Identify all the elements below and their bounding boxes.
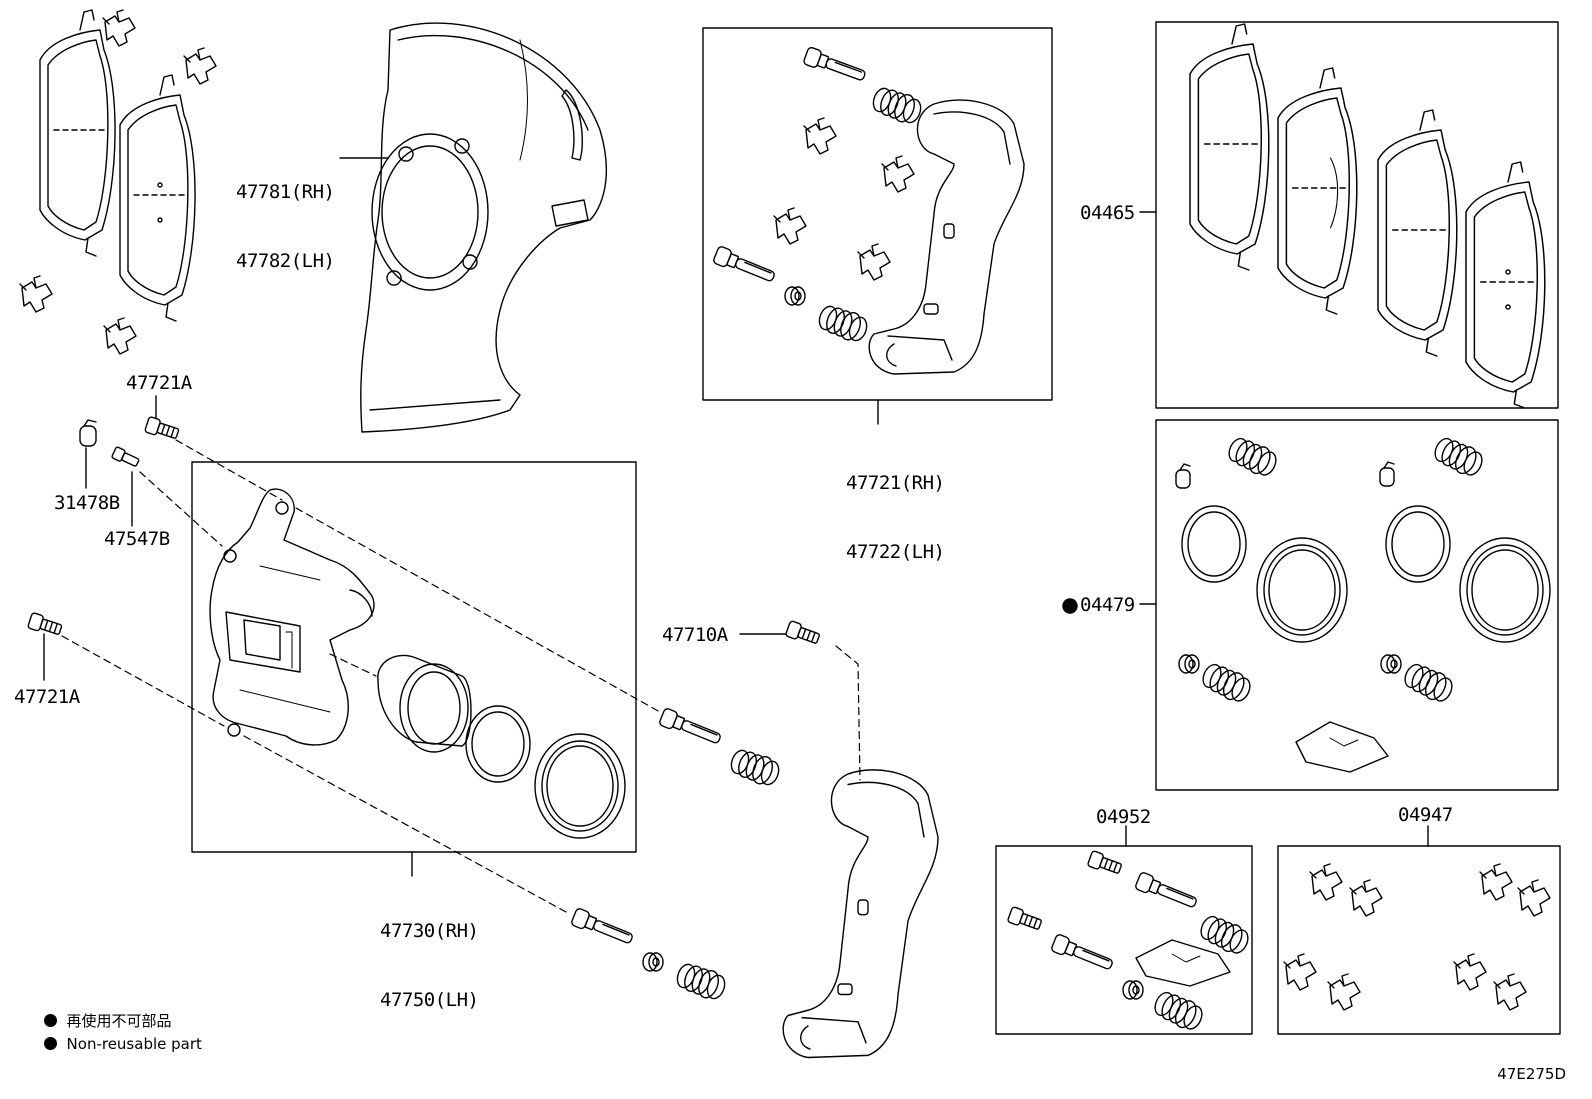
pad-kit-box [1155,21,1559,409]
pad-clip [183,47,217,85]
pin-bush [642,952,664,972]
bracket-rh-label: 47721(RH) [846,472,945,494]
shield-part-number: 47781(RH) 47782(LH) [236,135,335,296]
pad-clip [1309,863,1343,901]
piston-seal [1181,505,1247,583]
bleeder-cap [79,419,97,447]
pad-clip [1349,879,1383,917]
pad-clip [1517,879,1551,917]
cylinder-rh-label: 47730(RH) [380,920,479,942]
legend-japanese: 再使用不可部品 [34,992,172,1031]
bolt-top-label: 47721A [126,372,192,394]
bolt [143,415,181,443]
bleeder-plug-label: 47547B [104,528,170,550]
piston [377,654,472,753]
legend-dot-icon [43,1014,57,1027]
pin-boot [868,83,926,128]
guide-pin [802,45,869,86]
bolt-left-label: 47721A [14,686,80,708]
seal-kit-label: 04479 [1080,594,1135,616]
shield-lh-label: 47782(LH) [236,250,335,272]
brake-pad [1277,67,1358,315]
legend-english-text: Non-reusable part [66,1035,202,1053]
cylinder-part-number: 47730(RH) 47750(LH) [380,874,479,1035]
shield-rh-label: 47781(RH) [236,181,335,203]
bolt [1086,849,1124,878]
piston-seal [465,705,531,783]
pin-boot [1400,659,1457,707]
piston-seal [1385,505,1451,583]
guide-pin-kit-box [995,845,1253,1035]
bleeder-plug [111,446,140,467]
clip-kit-label: 04947 [1398,804,1453,826]
seal-kit-box [1155,419,1559,791]
pad-clip [1493,973,1527,1011]
legend-dot-icon [43,1037,57,1050]
brake-pad [1189,23,1270,271]
clip-kit-box [1277,845,1561,1035]
pin-boot [1150,987,1207,1035]
bleeder-cap [1379,461,1395,487]
guide-pin [657,706,724,749]
pad-clip [857,243,891,281]
pad-clip [1327,973,1361,1011]
guide-pin [711,244,778,287]
bracket-kit-box [702,27,1053,401]
grease-pack [1295,721,1389,773]
pad-clip [1479,863,1513,901]
bracket-bolt-label: 47710A [662,624,728,646]
assembly-dashed-lines [61,439,861,913]
guide-pin [1049,932,1116,975]
grease-pack [1135,939,1231,987]
pad-clip [803,117,837,155]
bracket-lh-label: 47722(LH) [846,541,945,563]
guide-pin [1133,870,1200,913]
bolt [1006,905,1044,934]
mounting-bracket [868,99,1025,375]
cylinder-boot [1256,537,1348,643]
pad-clip [773,207,807,245]
bleeder-cap [1175,463,1191,489]
diagram-code: 47E275D [1497,1065,1566,1083]
pad-clip [102,9,136,47]
pin-boot [672,959,730,1004]
cylinder-boot [534,733,626,839]
bracket-part-number: 47721(RH) 47722(LH) [846,426,945,587]
pin-bush [1380,654,1402,674]
bracket-bolt [784,619,822,648]
legend-japanese-text: 再使用不可部品 [66,1012,172,1030]
pin-boot [1430,433,1487,481]
bleeder-cap-label: 31478B [54,492,120,514]
cylinder-lh-label: 47750(LH) [380,989,479,1011]
brake-pad [1377,109,1458,357]
brake-pad-inner-left [119,74,196,322]
cylinder-box [191,461,637,853]
pin-bush [1122,980,1144,1000]
pin-bush [784,286,806,306]
pin-boot [726,745,784,790]
brake-pad [1465,161,1546,409]
pin-bush [1178,654,1200,674]
caliper-cylinder [209,488,375,746]
pad-clip [19,275,53,313]
pad-kit-label: 04465 [1080,202,1135,224]
guide-pin [569,906,636,949]
pad-clip [103,317,137,355]
pad-clip [881,155,915,193]
non-reusable-dot [1062,598,1078,614]
pad-clip [1283,953,1317,991]
bolt [26,611,64,639]
cylinder-boot [1459,537,1551,643]
legend-english: Non-reusable part [34,1017,202,1053]
pin-boot [814,301,872,346]
guide-pin-kit-label: 04952 [1096,806,1151,828]
brake-pad-outer-left [39,9,116,257]
dust-shield [360,22,608,433]
mounting-bracket [782,769,939,1059]
pad-clip [1453,953,1487,991]
pin-boot [1198,659,1255,707]
pin-boot [1224,433,1281,481]
